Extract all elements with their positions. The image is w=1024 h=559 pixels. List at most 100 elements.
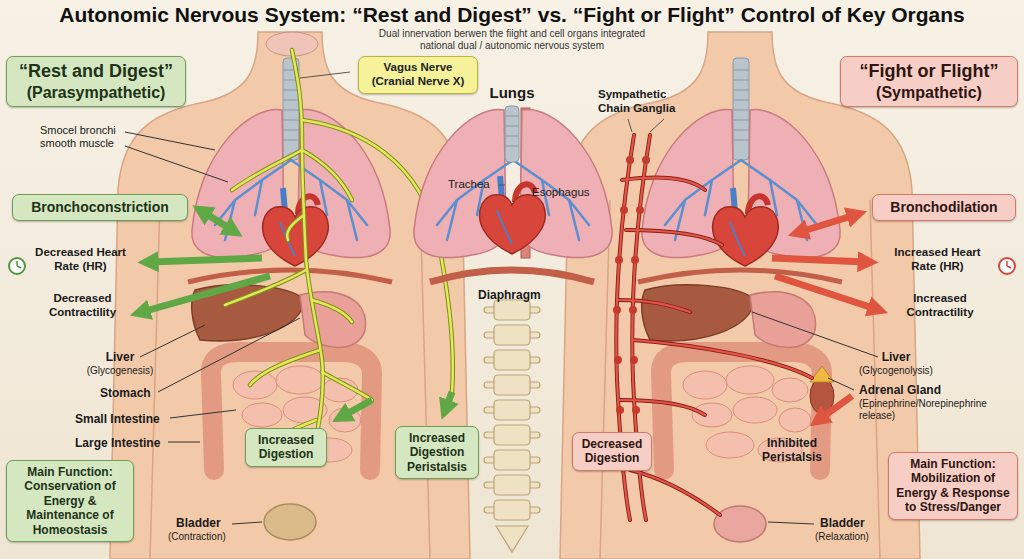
node-heading: Bronchodilation [879,199,1009,216]
process-note: (Contraction) [168,531,226,543]
organ-label: Lungs [482,84,542,102]
organ-label: Bladder [176,516,221,530]
organ-label: Adrenal Gland [859,383,1019,397]
spine-drawing [494,300,530,320]
sympathetic-nerve-lines [629,306,637,314]
node-heading: “Fight or Flight” [847,61,1011,83]
process-note: (Epinephrine/Norepinephrine release) [859,398,1019,422]
leader-lines [768,522,814,524]
right-torso [560,32,920,559]
anatomy-label: Sympathetic Chain Ganglia [598,88,698,116]
right-organs [713,188,779,266]
sympathetic-nerve-lines [613,156,650,464]
sympathetic-nerve-lines [628,119,664,132]
left-organs [264,504,316,540]
effect-label: Increased Contractility [890,292,990,320]
effect-arrows [142,276,270,312]
effect-label: Decreased Heart Rate (HR) [28,246,133,274]
organ-label: Small Intestine [75,412,160,426]
leader-lines [752,312,878,357]
node-heading: “Rest and Digest” [13,61,179,83]
spine-drawing [494,500,530,520]
effect-label: Inhibited Peristalsis [752,436,832,465]
node-heading: Decreased Digestion [579,437,645,466]
right-organs [638,270,842,470]
node-subheading: (Parasympathetic) [13,83,179,102]
effect-box: Bronchodilation [872,194,1016,221]
leader-lines [158,318,300,392]
node-heading: Increased Digestion [252,433,320,462]
organ-label: Trachea [448,178,490,192]
diagram-title: Autonomic Nervous System: “Rest and Dige… [0,3,1024,27]
sympathetic-nerve-lines [642,156,650,164]
node-heading: Main Function: Mobilization of Energy & … [895,457,1011,515]
effect-label: Decreased Contractility [35,292,130,320]
effect-arrows [142,212,876,419]
left-organs [188,32,392,540]
effect-box: Increased Digestion Peristalsis [395,426,479,479]
right-organs [733,70,749,140]
effect-arrows [203,212,232,230]
organ-label: Esophagus [532,186,590,200]
process-note: (Glycogenesis) [75,365,165,377]
sympathetic-nerve-lines [636,206,644,214]
process-note: (Relaxation) [815,531,869,543]
organ-label: Bladder [820,516,865,530]
organ-label: Stomach [100,386,151,400]
spine-drawing [494,350,530,370]
effect-box: Bronchoconstriction [12,194,188,221]
spine-drawing [494,425,530,445]
effect-box: Increased Digestion [245,428,327,467]
leader-lines [125,132,215,150]
leader-lines [232,522,262,524]
organ-label: Liver [866,350,926,364]
sympathetic-nerve-lines [613,306,621,314]
leader-lines [140,325,205,357]
center-thorax [505,116,519,146]
effect-arrows [343,400,372,416]
node-heading: Main Function: Conservation of Energy & … [13,465,127,537]
side-header-box: “Rest and Digest”(Parasympathetic) [6,56,186,107]
node-heading: Vagus Nerve (Cranial Nerve X) [365,61,471,89]
organ-label: Large Intestine [75,436,160,450]
leader-lines [170,410,236,418]
right-organs [638,58,842,542]
sympathetic-nerve-lines [632,406,640,414]
vagus-nerve-lines [300,72,350,78]
side-header-box: “Fight or Flight”(Sympathetic) [840,56,1018,107]
process-note: (Glycogenolysis) [850,365,942,377]
effect-arrows [446,392,452,408]
right-organs [733,58,749,160]
center-thorax [414,106,612,282]
nerve-name-box: Vagus Nerve (Cranial Nerve X) [358,56,478,94]
spine-drawing [494,450,530,470]
spine-drawing [494,475,530,495]
effect-arrows [772,258,866,262]
leader-lines [125,146,228,182]
center-thorax [499,185,505,186]
organ-label: Diaphragm [478,288,541,302]
effect-arrows [800,215,855,232]
sympathetic-nerve-lines [616,406,624,414]
clock-icon [9,258,1015,274]
leader-lines [168,442,200,443]
effect-label: Increased Heart Rate (HR) [885,246,990,274]
spine-drawing [484,300,540,552]
spine-drawing [494,325,530,345]
leader-lines [125,132,878,524]
effect-box: Decreased Digestion [572,432,652,471]
left-organs [188,270,392,470]
left-organs [263,188,329,266]
spine-drawing [494,400,530,420]
effect-arrows [820,396,852,419]
leader-lines [828,378,854,390]
node-subheading: (Sympathetic) [847,83,1011,102]
sympathetic-nerve-lines [614,356,622,364]
sympathetic-nerve-lines [615,256,623,264]
effect-arrows [775,276,876,309]
anatomy-label: Smocel bronchi smooth muscle [40,124,140,150]
clock-icon [17,261,21,268]
node-heading: Bronchoconstriction [19,199,181,216]
subtitle-note: Dual innervation berwen the fiight and c… [362,28,662,52]
